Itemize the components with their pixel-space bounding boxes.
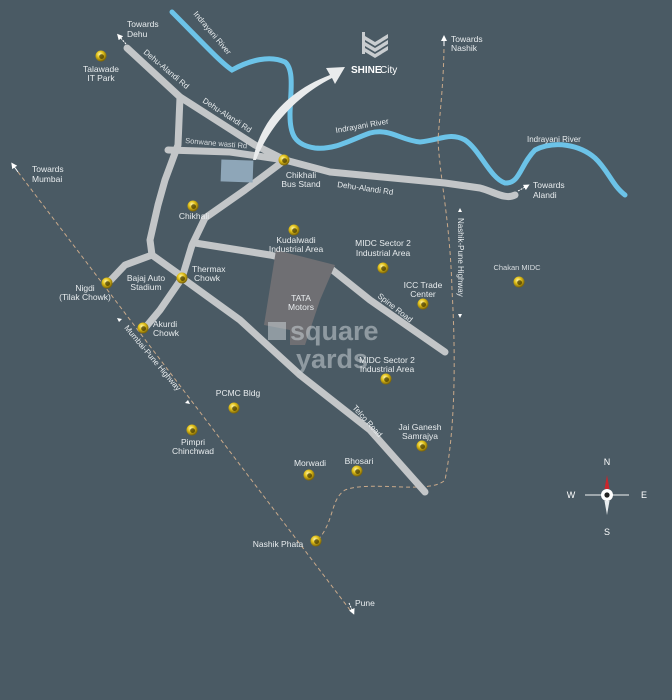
- svg-text:Samrajya: Samrajya: [402, 431, 438, 441]
- svg-text:Towards: Towards: [32, 164, 64, 174]
- direction-alandi: Towards Alandi: [517, 180, 565, 200]
- nashik-pune-highway-label: Nashik-Pune Highway: [456, 208, 465, 318]
- svg-text:W: W: [567, 490, 576, 500]
- marker-midc-sector2-top[interactable]: [377, 262, 389, 274]
- svg-text:Chakan MIDC: Chakan MIDC: [493, 263, 541, 272]
- river-label-3: Indrayani River: [527, 135, 581, 144]
- svg-text:Dehu: Dehu: [127, 29, 148, 39]
- svg-text:Bus Stand: Bus Stand: [281, 179, 320, 189]
- brand-name-light: City: [380, 65, 397, 76]
- svg-text:MIDC Sector 2: MIDC Sector 2: [355, 238, 411, 248]
- project-pointer-arrow: [253, 67, 345, 160]
- marker-midc-sector2-bottom[interactable]: [380, 373, 392, 385]
- svg-text:Chikhali: Chikhali: [286, 170, 316, 180]
- chevron-stack-icon: [362, 32, 388, 58]
- indrayani-river: [169, 9, 628, 198]
- svg-text:Towards: Towards: [127, 19, 159, 29]
- svg-text:E: E: [641, 490, 647, 500]
- svg-text:Chowk: Chowk: [153, 328, 180, 338]
- svg-text:Akurdi: Akurdi: [153, 319, 177, 329]
- tata-motors-area: [264, 250, 335, 345]
- svg-text:Jai Ganesh: Jai Ganesh: [399, 422, 442, 432]
- svg-text:ICC Trade: ICC Trade: [404, 280, 443, 290]
- svg-text:Pune: Pune: [355, 598, 375, 608]
- svg-text:N: N: [604, 457, 611, 467]
- svg-text:Pimpri: Pimpri: [181, 437, 205, 447]
- svg-text:Nashik-Pune Highway: Nashik-Pune Highway: [456, 218, 465, 297]
- svg-text:S: S: [604, 527, 610, 537]
- svg-text:Motors: Motors: [288, 302, 314, 312]
- svg-text:(Tilak Chowk): (Tilak Chowk): [59, 292, 111, 302]
- svg-text:MIDC Sector 2: MIDC Sector 2: [359, 355, 415, 365]
- svg-text:Nashik Phata: Nashik Phata: [253, 539, 304, 549]
- marker-chikhali-bus-stand[interactable]: [278, 154, 290, 166]
- svg-text:Center: Center: [410, 289, 436, 299]
- direction-mumbai: Towards Mumbai: [11, 162, 64, 184]
- roads: [104, 44, 519, 496]
- svg-text:Industrial Area: Industrial Area: [360, 364, 415, 374]
- compass-north-needle-icon: [604, 475, 610, 489]
- svg-text:IT Park: IT Park: [87, 73, 115, 83]
- svg-text:Stadium: Stadium: [130, 282, 161, 292]
- marker-talawade[interactable]: [95, 50, 107, 62]
- marker-jai-ganesh[interactable]: [416, 440, 428, 452]
- marker-chikhali[interactable]: [187, 200, 199, 212]
- svg-text:Chinchwad: Chinchwad: [172, 446, 214, 456]
- svg-text:Alandi: Alandi: [533, 190, 557, 200]
- mumbai-pune-highway-line: [17, 171, 351, 611]
- marker-akurdi-chowk[interactable]: [137, 322, 149, 334]
- square-yards-watermark: square yards: [268, 316, 379, 374]
- svg-text:Chowk: Chowk: [194, 273, 221, 283]
- road-label-dehu-alandi-3: Dehu-Alandi Rd: [337, 180, 394, 197]
- svg-text:Nashik: Nashik: [451, 43, 478, 53]
- svg-text:Industrial Area: Industrial Area: [356, 248, 411, 258]
- svg-text:TATA: TATA: [291, 293, 311, 303]
- svg-text:yards: yards: [296, 344, 368, 374]
- nashik-pune-highway-line: [317, 41, 455, 541]
- marker-pimpri-chinchwad[interactable]: [186, 424, 198, 436]
- svg-text:square: square: [290, 316, 379, 346]
- svg-text:PCMC Bldg: PCMC Bldg: [216, 388, 261, 398]
- direction-nashik: Towards Nashik: [441, 34, 483, 53]
- svg-text:Nigdi: Nigdi: [75, 283, 94, 293]
- svg-text:Morwadi: Morwadi: [294, 458, 326, 468]
- marker-nigdi[interactable]: [101, 277, 113, 289]
- compass-rose: N S E W: [567, 457, 647, 537]
- direction-dehu: Towards Dehu: [117, 19, 159, 45]
- direction-pune: Pune: [348, 598, 375, 615]
- svg-text:Chikhali: Chikhali: [179, 211, 209, 221]
- svg-text:Mumbai: Mumbai: [32, 174, 62, 184]
- marker-icc-trade-center[interactable]: [417, 298, 429, 310]
- marker-nashik-phata[interactable]: [310, 535, 322, 547]
- marker-chakan-midc[interactable]: [513, 276, 525, 288]
- marker-kudalwadi[interactable]: [288, 224, 300, 236]
- brand-name-bold: SHINE: [351, 65, 382, 76]
- svg-text:Talawade: Talawade: [83, 64, 119, 74]
- svg-text:Bhosari: Bhosari: [345, 456, 374, 466]
- marker-bhosari[interactable]: [351, 465, 363, 477]
- svg-text:Kudalwadi: Kudalwadi: [276, 235, 315, 245]
- marker-morwadi[interactable]: [303, 469, 315, 481]
- svg-text:Bajaj Auto: Bajaj Auto: [127, 273, 166, 283]
- marker-pcmc-bldg[interactable]: [228, 402, 240, 414]
- svg-text:Towards: Towards: [451, 34, 483, 44]
- marker-thermax-chowk[interactable]: [176, 272, 188, 284]
- landmark-labels: Talawade IT Park Chikhali Bus Stand Chik…: [59, 64, 541, 549]
- project-plot: [220, 159, 254, 183]
- svg-text:Industrial Area: Industrial Area: [269, 244, 324, 254]
- shinecity-logo: SHINE City: [351, 32, 397, 76]
- svg-text:Thermax: Thermax: [192, 264, 226, 274]
- svg-text:Towards: Towards: [533, 180, 565, 190]
